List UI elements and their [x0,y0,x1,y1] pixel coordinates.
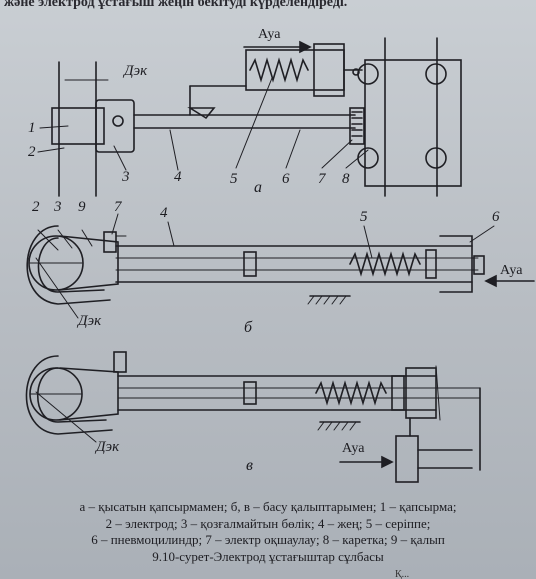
fig-b-num-5: 5 [360,209,368,225]
fig-a-subfigure-label: а [254,179,262,196]
fig-a-num-5: 5 [230,171,238,187]
fig-b-num-6: 6 [492,209,500,225]
caption-line-2: 2 – электрод; 3 – қозғалмайтын бөлік; 4 … [105,516,431,531]
fig-b-dim-label: Дэк [78,313,102,329]
fig-b-subfigure-label: б [244,319,253,336]
fig-a-num-3: 3 [122,169,130,185]
fig-a-num-6: 6 [282,171,290,187]
caption-line-3: 6 – пневмоцилиндр; 7 – электр оқшаулау; … [91,532,445,547]
fig-a-dim-label: Дэк [124,63,148,79]
fig-b-num-7: 7 [114,199,122,215]
fig-a-num-4: 4 [174,169,182,185]
fig-a-num-2: 2 [28,144,36,160]
figure-c-drawing [25,351,481,483]
figure-a-drawing [37,37,462,197]
fig-a-num-8: 8 [342,171,350,187]
fig-b-num-3: 3 [54,199,62,215]
figure-title: 9.10-сурет-Электрод ұстағыштар сұлбасы [152,549,384,564]
header-text: жəне электрод ұстағыш жеңін бекітуді күр… [4,0,348,10]
fig-c-subfigure-label: в [246,457,253,474]
caption-line-1: а – қысатын қапсырмамен; б, в – басу қал… [79,499,457,514]
fig-b-num-9: 9 [78,199,86,215]
fig-a-num-7: 7 [318,171,326,187]
figure-b-drawing [26,213,535,319]
fig-b-num-2: 2 [32,199,40,215]
fig-c-air-label: Ауа [342,441,365,456]
fig-b-air-label: Ауа [500,263,523,278]
fig-c-dim-label: Дэк [96,439,120,455]
fig-b-num-4: 4 [160,205,168,221]
bottom-cut-text: Қ... [395,569,410,579]
fig-a-num-1: 1 [28,120,36,136]
fig-a-air-label: Ауа [258,27,281,42]
